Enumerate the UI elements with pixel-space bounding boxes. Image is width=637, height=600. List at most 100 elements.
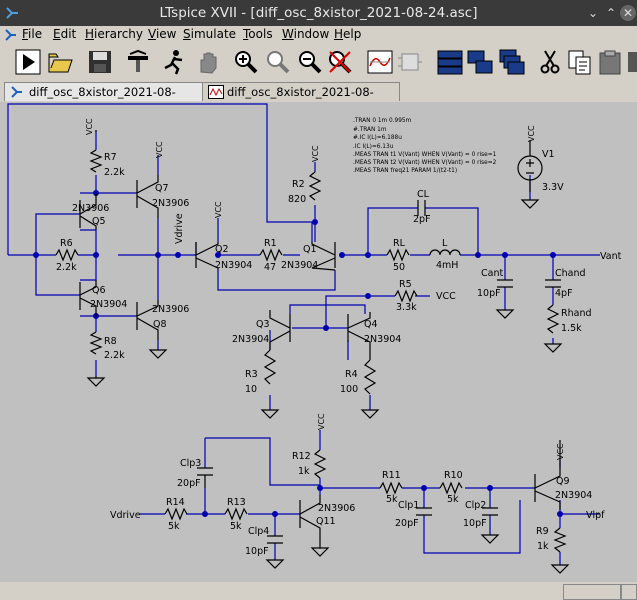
junctions — [33, 190, 563, 517]
label-clp3: Clp3 — [180, 458, 201, 469]
zoom-fit-icon[interactable] — [264, 48, 292, 76]
value-r3: 10 — [245, 384, 257, 395]
label-q2: Q2 — [215, 244, 229, 255]
label-q7: Q7 — [155, 183, 169, 194]
tab-waveform[interactable]: diff_osc_8xistor_2021-08-24.raw — [202, 82, 400, 117]
close-icon[interactable]: ✕ — [620, 5, 636, 21]
menu-edit[interactable]: Edit — [53, 27, 77, 41]
label-q11: Q11 — [316, 516, 336, 527]
label-r2: R2 — [292, 179, 305, 190]
directive-line: .MEAS TRAN t1 V(Vant) WHEN V(Vant) = 0 r… — [353, 152, 497, 158]
vcc-label: VCC — [85, 118, 94, 135]
model-q4: 2N3904 — [364, 334, 401, 345]
label-q3: Q3 — [256, 319, 270, 330]
schematic-canvas[interactable]: VCC VCC VCC VCC VCC VCC VCC VCC R7 2.2k … — [0, 102, 637, 582]
label-r10: R10 — [444, 470, 463, 481]
zoom-out-icon[interactable] — [296, 48, 324, 76]
label-r5: R5 — [399, 279, 412, 290]
document-tabs: diff_osc_8xistor_2021-08-24.asc diff_osc… — [0, 80, 637, 117]
label-r4: R4 — [345, 369, 358, 380]
transistor-q5 — [79, 193, 97, 230]
menu-help[interactable]: Help — [334, 27, 362, 41]
label-clp2: Clp2 — [465, 500, 486, 511]
vcc-label: VCC — [155, 141, 164, 158]
control-panel-icon[interactable] — [124, 48, 152, 76]
status-bar — [0, 582, 637, 600]
capacitor-clp2 — [482, 507, 498, 516]
schematic-icon — [11, 86, 22, 98]
resistor-r5 — [394, 289, 418, 303]
label-r6: R6 — [60, 238, 73, 249]
waveform-icon — [208, 85, 224, 99]
label-rl: RL — [393, 238, 406, 249]
menu-simulate[interactable]: Simulate — [183, 27, 237, 41]
value-r5: 3.3k — [396, 302, 417, 313]
label-q4: Q4 — [364, 319, 378, 330]
ground-r3 — [260, 409, 280, 419]
capacitor-cl — [417, 200, 426, 216]
inductor-l — [429, 249, 461, 256]
resistor-r1 — [259, 248, 283, 262]
model-q5: 2N3906 — [72, 203, 109, 214]
value-r2: 820 — [288, 194, 306, 205]
wires — [7, 103, 600, 565]
menu-tools[interactable]: Tools — [243, 27, 273, 41]
paste-icon[interactable] — [596, 48, 624, 76]
menu-bar: File Edit Hierarchy View Simulate Tools … — [0, 26, 637, 67]
resistor-r10 — [439, 481, 463, 495]
resistor-r6 — [55, 248, 79, 262]
component-icon[interactable] — [396, 48, 424, 76]
zoom-in-icon[interactable] — [232, 48, 260, 76]
vcc-label: VCC — [556, 443, 565, 460]
save-icon[interactable] — [86, 48, 114, 76]
resistor-r4 — [363, 359, 377, 395]
label-r8: R8 — [104, 336, 117, 347]
ground-q8 — [148, 349, 168, 359]
transistor-q9 — [534, 468, 561, 510]
label-cl: CL — [417, 189, 430, 200]
value-r12: 1k — [298, 466, 310, 477]
value-r1: 47 — [264, 262, 276, 273]
halt-icon[interactable] — [160, 48, 188, 76]
value-r11: 5k — [386, 494, 398, 505]
toolbar — [0, 44, 637, 80]
find-icon[interactable] — [626, 48, 637, 76]
label-chand: Chand — [555, 268, 586, 279]
tile-vertical-icon[interactable] — [466, 48, 494, 76]
copy-icon[interactable] — [566, 48, 594, 76]
tile-horizontal-icon[interactable] — [436, 48, 464, 76]
menu-window[interactable]: Window — [282, 27, 330, 41]
resistor-r13 — [224, 507, 248, 521]
mdi-app-icon[interactable] — [4, 28, 18, 42]
ground-r8 — [86, 376, 106, 387]
capacitor-cant — [497, 279, 513, 288]
cancel-zoom-icon[interactable] — [326, 48, 354, 76]
ground-clp2 — [480, 534, 500, 544]
ground-v1 — [520, 199, 540, 209]
menu-view[interactable]: View — [148, 27, 177, 41]
spice-directives: .TRAN 0 1m 0.995m #.TRAN 1m #.IC I(L)=6.… — [353, 118, 497, 174]
resistor-r8 — [89, 331, 103, 355]
menu-hierarchy[interactable]: Hierarchy — [85, 27, 144, 41]
cut-icon[interactable] — [536, 48, 564, 76]
hand-icon[interactable] — [194, 48, 222, 76]
cascade-icon[interactable] — [498, 48, 526, 76]
minimize-icon[interactable]: ⌄ — [587, 6, 599, 20]
label-r13: R13 — [227, 497, 246, 508]
value-clp3: 20pF — [177, 478, 201, 489]
value-chand: 4pF — [555, 288, 573, 299]
tab-schematic[interactable]: diff_osc_8xistor_2021-08-24.asc — [4, 82, 203, 117]
transistor-q1 — [311, 242, 336, 271]
capacitor-chand — [545, 279, 561, 288]
model-q6: 2N3904 — [90, 299, 127, 310]
open-icon[interactable] — [46, 48, 74, 76]
value-rhand: 1.5k — [561, 323, 582, 334]
menu-file[interactable]: File — [22, 27, 43, 41]
maximize-icon[interactable]: ⌃ — [605, 6, 617, 20]
plot-icon[interactable] — [366, 48, 394, 76]
directive-line: .MEAS TRAN freq21 PARAM 1/(t2-t1) — [353, 168, 457, 174]
transistor-q4 — [347, 312, 371, 360]
value-r7: 2.2k — [104, 167, 125, 178]
label-r9: R9 — [536, 526, 549, 537]
run-icon[interactable] — [14, 48, 42, 76]
